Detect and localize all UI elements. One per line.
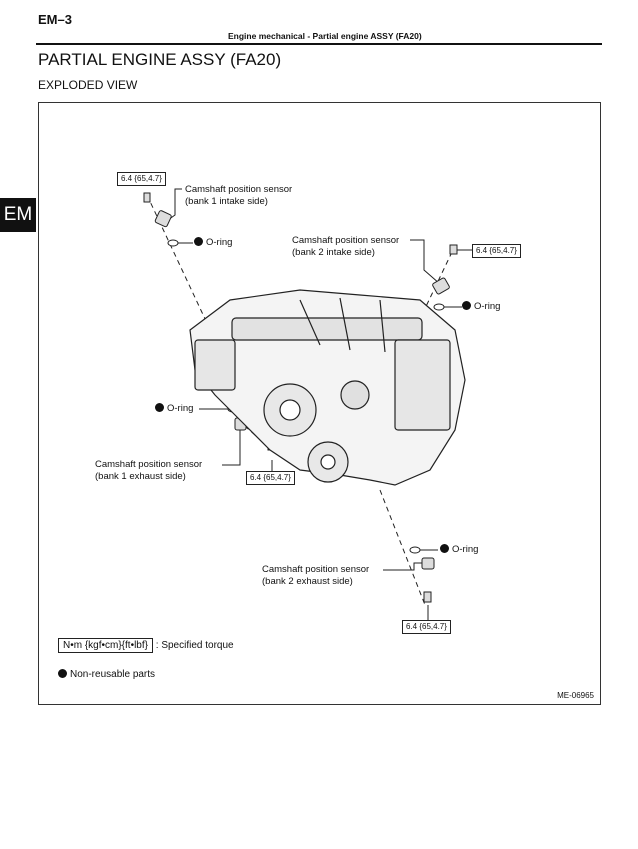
page-title: PARTIAL ENGINE ASSY (FA20) xyxy=(38,50,282,69)
nonreusable-dot-icon xyxy=(155,403,164,412)
legend-torque: N•m {kgf•cm}{ft•lbf} : Specified torque xyxy=(58,638,234,653)
sensor-icon xyxy=(421,557,435,570)
leader-bank2-exhaust xyxy=(383,562,426,571)
oring-icon xyxy=(409,546,421,554)
oring-icon xyxy=(167,239,179,247)
torque-spec-bank2-intake: 6.4 {65,4.7} xyxy=(472,244,521,258)
bolt-icon xyxy=(143,192,151,203)
label-oring-bank1-exhaust: O-ring xyxy=(155,403,193,415)
legend-torque-desc: : Specified torque xyxy=(155,640,234,651)
legend-torque-unit: N•m {kgf•cm}{ft•lbf} xyxy=(58,638,153,653)
label-oring-bank2-exhaust: O-ring xyxy=(440,544,478,556)
legend-nonreusable: Non-reusable parts xyxy=(58,669,155,680)
label-sensor-bank2-intake: Camshaft position sensor (bank 2 intake … xyxy=(292,235,400,258)
figure-code: ME-06965 xyxy=(557,691,594,700)
sensor-icon xyxy=(432,277,450,295)
torque-spec-bank1-exhaust: 6.4 {65,4.7} xyxy=(246,471,295,485)
label-oring-bank1-intake: O-ring xyxy=(194,237,232,249)
torque-spec-bank2-exhaust: 6.4 {65,4.7} xyxy=(402,620,451,634)
engine-block-icon xyxy=(189,289,466,486)
sensor-icon xyxy=(154,210,172,228)
leader-bank2-intake xyxy=(410,239,441,285)
label-sensor-bank1-intake: Camshaft position sensor (bank 1 intake … xyxy=(185,184,293,207)
nonreusable-dot-icon xyxy=(194,237,203,246)
bolt-icon xyxy=(423,591,432,603)
section-tab: EM xyxy=(0,198,36,232)
leader-bank1-exhaust xyxy=(222,428,241,466)
page-number: EM–3 xyxy=(38,12,72,27)
torque-spec-bank1-intake: 6.4 {65,4.7} xyxy=(117,172,166,186)
section-subtitle: EXPLODED VIEW xyxy=(38,78,138,92)
nonreusable-dot-icon xyxy=(58,669,67,678)
figure-frame xyxy=(38,102,601,705)
assembly-line-bank2-intake xyxy=(397,251,453,366)
bolt-icon xyxy=(449,244,458,255)
label-sensor-bank2-exhaust: Camshaft position sensor (bank 2 exhaust… xyxy=(262,564,370,587)
nonreusable-dot-icon xyxy=(440,544,449,553)
nonreusable-dot-icon xyxy=(462,301,471,310)
assembly-line-bank2-exhaust xyxy=(379,489,426,606)
running-header: Engine mechanical - Partial engine ASSY … xyxy=(228,31,422,41)
header-rule xyxy=(36,43,602,45)
label-oring-bank2-intake: O-ring xyxy=(462,301,500,313)
label-sensor-bank1-exhaust: Camshaft position sensor (bank 1 exhaust… xyxy=(95,459,203,482)
oring-icon xyxy=(433,303,445,311)
